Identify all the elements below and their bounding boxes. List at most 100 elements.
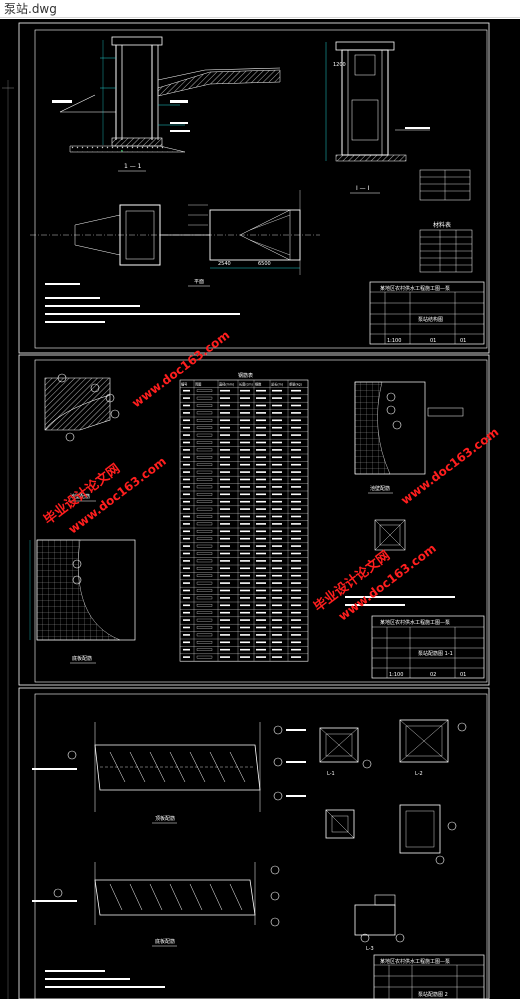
rebar-table-cell [272, 604, 282, 607]
rebar-shape [196, 618, 213, 622]
rebar-table-cell [272, 449, 282, 451]
rebar-table-cell [272, 493, 282, 496]
rebar-table-cell [240, 449, 250, 451]
rebar-shape [196, 648, 213, 651]
rebar-table-cell [183, 537, 190, 540]
rebar-shape [196, 470, 213, 474]
rebar-table-cell [272, 404, 282, 407]
rebar-table-cell [220, 463, 230, 466]
rebar-shape [196, 493, 213, 496]
rebar-table-cell [183, 545, 190, 547]
rebar-table-cell [240, 463, 250, 466]
rebar-table-cell [240, 656, 250, 658]
beam-sections: L-1 L-2 L-3 [319, 719, 467, 952]
beam-label-2: 底板配筋 [155, 938, 175, 945]
rebar-shape [196, 567, 213, 570]
title-block-2-project: 某地区农村供水工程施工图—泵 [380, 619, 450, 626]
rebar-shape [196, 507, 213, 511]
beam-label-1: 顶板配筋 [155, 815, 175, 822]
rebar-table-cell [272, 597, 282, 599]
rebar-table-cell [272, 515, 282, 518]
watermark-right-2: www.doc163.com [398, 425, 501, 507]
rebar-shape [196, 537, 213, 540]
rebar-table-cell [291, 634, 301, 636]
rebar-table-cell [256, 397, 266, 399]
rebar-table-cell [272, 567, 282, 570]
title-block-1-rev: 01 [460, 338, 466, 344]
rebar-table-cell [291, 537, 301, 540]
rebar-shape [196, 596, 213, 600]
title-block-1[interactable]: 某地区农村供水工程施工图—泵 泵站结构图 1:100 01 01 [369, 281, 485, 345]
rebar-table-cell [291, 471, 301, 473]
rebar-table-cell [240, 389, 250, 392]
rebar-table-cell [272, 441, 282, 444]
rebar-table-cell [183, 626, 190, 629]
rebar-table-cell [256, 419, 266, 422]
title-block-2-scale: 1:100 [389, 672, 403, 678]
rebar-table-cell [291, 574, 301, 577]
rebar-table-cell [240, 456, 250, 459]
rebar-table-cell [272, 508, 282, 510]
rebar-table-cell [183, 619, 190, 621]
rebar-shape [196, 426, 213, 429]
rebar-table-cell [183, 463, 190, 466]
rebar-table-cell [240, 626, 250, 629]
sheet-1[interactable]: 1 — 1 1200 I — I 材料表 [18, 22, 490, 354]
rebar-table-cell [240, 634, 250, 636]
sheet-2[interactable]: 池壁配筋 底板配筋 钢筋表编号简图直径(mm)长度(cm)根数总长(m)重量(k… [18, 354, 490, 686]
rebar-table[interactable]: 钢筋表编号简图直径(mm)长度(cm)根数总长(m)重量(kg) [179, 372, 309, 662]
rebar-shape [196, 456, 213, 459]
rebar-table-cell [256, 552, 266, 555]
rebar-table-cell [256, 456, 266, 459]
section-L2: L-2 [415, 771, 423, 777]
rebar-shape [196, 552, 213, 555]
rebar-table-cell [291, 515, 301, 518]
rebar-table-cell [183, 434, 190, 436]
title-block-2[interactable]: 某地区农村供水工程施工图—泵 泵站配筋图 1-1 1:100 02 01 [371, 615, 485, 679]
rebar-table-cell [272, 397, 282, 399]
rebar-table-cell [240, 582, 250, 584]
rebar-table-cell [183, 412, 190, 414]
title-block-1-scale: 1:100 [387, 338, 401, 344]
rebar-shape [196, 626, 213, 629]
rebar-table-cell [291, 648, 301, 651]
rebar-table-cell [272, 656, 282, 658]
rebar-shape [196, 641, 213, 644]
rebar-table-cell [220, 389, 230, 392]
svg-text:1200: 1200 [333, 62, 346, 68]
rebar-table-cell [183, 582, 190, 584]
rebar-table-cell [291, 486, 301, 488]
rebar-table-cell [256, 530, 266, 533]
sheet-3[interactable]: 顶板配筋 底板配筋 [18, 687, 490, 999]
rebar-table-cell [183, 493, 190, 496]
rebar-table-cell [183, 604, 190, 607]
title-block-2-sheet: 02 [430, 672, 436, 678]
rebar-table-cell [220, 604, 230, 607]
rebar-table-header: 重量(kg) [289, 382, 302, 387]
rebar-table-cell [220, 641, 230, 644]
rebar-table-cell [220, 537, 230, 540]
cad-viewport[interactable]: 1 — 1 1200 I — I 材料表 [0, 19, 520, 999]
rebar-table-cell [183, 500, 190, 503]
rebar-table-cell [291, 508, 301, 510]
rebar-table-cell [183, 404, 190, 407]
plan-view: 2540 6500 平面 · [30, 144, 320, 323]
rebar-table-cell [220, 560, 230, 562]
rebar-table-cell [272, 552, 282, 555]
rebar-table-cell [291, 560, 301, 562]
window-title: 泵站.dwg [0, 0, 520, 18]
rebar-table-cell [220, 412, 230, 414]
title-block-3[interactable]: 某地区农村供水工程施工图—泵 泵站配筋图 2 [373, 954, 485, 999]
rebar-table-cell [272, 611, 282, 614]
beam-detail-2: 底板配筋 [32, 862, 280, 988]
rebar-table-cell [291, 619, 301, 621]
rebar-table-cell [183, 611, 190, 614]
rebar-table-header: 根数 [255, 382, 262, 387]
rebar-shape [196, 604, 213, 607]
rebar-table-cell [272, 456, 282, 459]
rebar-table-cell [291, 597, 301, 599]
rebar-shape [196, 485, 213, 489]
cad-drawing[interactable]: 1 — 1 1200 I — I 材料表 [0, 19, 520, 999]
rebar-table-cell [240, 545, 250, 547]
rebar-table-cell [291, 456, 301, 459]
